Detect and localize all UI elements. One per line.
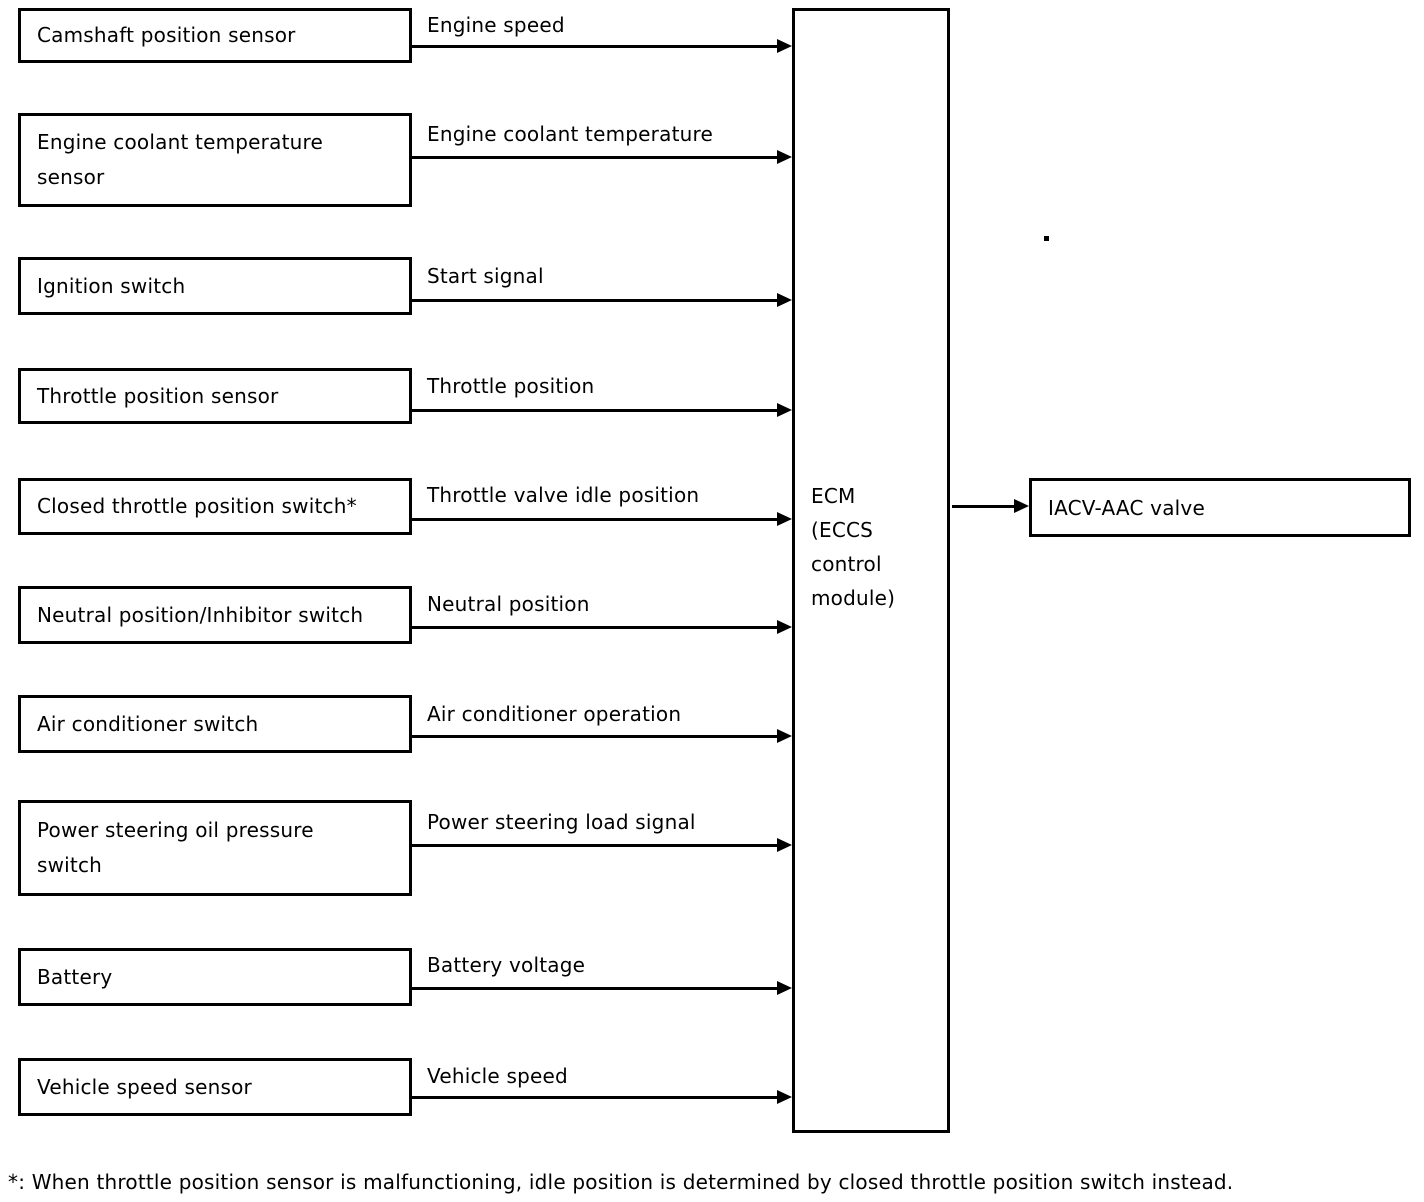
signal-arrow-head — [777, 981, 792, 995]
signal-label: Throttle position — [427, 374, 595, 398]
source-box-label: Neutral position/Inhibitor switch — [37, 602, 364, 627]
signal-label: Neutral position — [427, 592, 590, 616]
signal-arrow-line — [412, 45, 779, 48]
signal-arrow-line — [412, 987, 779, 990]
signal-arrow-head — [777, 620, 792, 634]
source-box: Ignition switch — [18, 257, 412, 315]
signal-arrow-line — [412, 626, 779, 629]
signal-arrow-head — [777, 512, 792, 526]
source-box: Air conditioner switch — [18, 695, 412, 753]
signal-arrow-head — [777, 403, 792, 417]
source-box: Closed throttle position switch* — [18, 478, 412, 535]
signal-arrow-line — [412, 299, 779, 302]
source-box-label: Closed throttle position switch* — [37, 494, 357, 518]
source-box: Battery — [18, 948, 412, 1006]
signal-arrow-line — [412, 518, 779, 521]
signal-label: Power steering load signal — [427, 810, 696, 834]
ecm-output-arrow-head — [1014, 499, 1029, 513]
signal-arrow-head — [777, 293, 792, 307]
source-box: Engine coolant temperature sensor — [18, 113, 412, 207]
source-box: Vehicle speed sensor — [18, 1058, 412, 1116]
signal-label: Engine coolant temperature — [427, 122, 713, 146]
signal-label: Start signal — [427, 264, 544, 288]
iacv-aac-valve-box: IACV-AAC valve — [1029, 478, 1411, 537]
source-box-label: Camshaft position sensor — [37, 23, 296, 47]
signal-label: Battery voltage — [427, 953, 586, 977]
iacv-aac-valve-label: IACV-AAC valve — [1048, 495, 1205, 520]
source-box-label: Air conditioner switch — [37, 711, 259, 736]
signal-arrow-head — [777, 838, 792, 852]
source-box-label: Vehicle speed sensor — [37, 1074, 252, 1099]
source-box-label: Power steering oil pressure switch — [37, 818, 314, 877]
signal-label: Vehicle speed — [427, 1064, 568, 1088]
source-box-label: Ignition switch — [37, 273, 186, 298]
source-box-label: Battery — [37, 964, 113, 989]
signal-arrow-line — [412, 156, 779, 159]
signal-arrow-head — [777, 1090, 792, 1104]
ecm-box: ECM (ECCS control module) — [792, 8, 950, 1133]
signal-arrow-line — [412, 735, 779, 738]
signal-label: Throttle valve idle position — [427, 483, 700, 507]
signal-arrow-head — [777, 39, 792, 53]
footnote-text: *: When throttle position sensor is malf… — [8, 1170, 1234, 1194]
scan-speck-dot — [1044, 236, 1049, 241]
source-box-label: Throttle position sensor — [37, 383, 279, 408]
signal-label: Air conditioner operation — [427, 702, 682, 726]
source-box-label: Engine coolant temperature sensor — [37, 130, 323, 189]
ecm-box-label: ECM (ECCS control module) — [811, 484, 896, 610]
signal-label: Engine speed — [427, 13, 565, 37]
signal-arrow-line — [412, 1096, 779, 1099]
source-box: Power steering oil pressure switch — [18, 800, 412, 896]
source-box: Neutral position/Inhibitor switch — [18, 586, 412, 644]
ecm-output-arrow-line — [952, 505, 1014, 508]
signal-arrow-head — [777, 150, 792, 164]
signal-arrow-head — [777, 729, 792, 743]
source-box: Throttle position sensor — [18, 368, 412, 424]
source-box: Camshaft position sensor — [18, 8, 412, 63]
signal-arrow-line — [412, 844, 779, 847]
signal-arrow-line — [412, 409, 779, 412]
